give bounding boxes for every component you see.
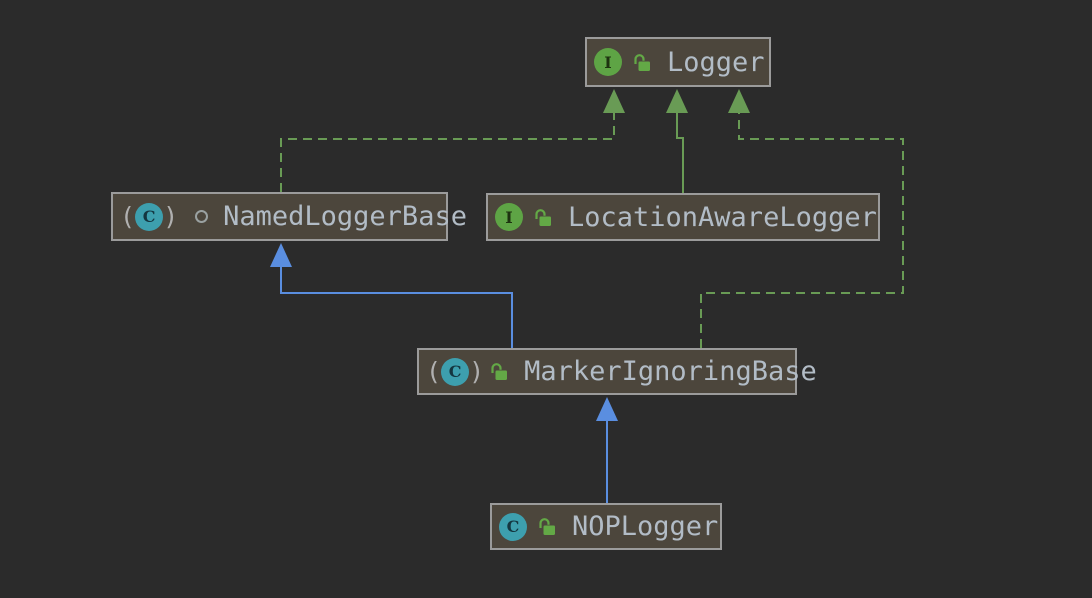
edge-markerignoringbase-extends-namedloggerbase[interactable] bbox=[280, 267, 513, 348]
class-node-locationawarelogger[interactable]: I LocationAwareLogger bbox=[486, 193, 880, 241]
interface-icon: I bbox=[594, 48, 622, 76]
class-name-label: NamedLoggerBase bbox=[223, 201, 467, 232]
class-name-label: MarkerIgnoringBase bbox=[524, 356, 817, 387]
package-local-visibility-icon bbox=[195, 210, 209, 223]
arrowhead-locationawarelogger-extends-logger bbox=[666, 89, 688, 113]
arrowhead-noplogger-extends-markerignoringbase bbox=[596, 397, 618, 421]
abstract-paren-close: ) bbox=[163, 202, 179, 231]
arrowhead-namedloggerbase-implements-logger bbox=[603, 89, 625, 113]
class-name-label: Logger bbox=[667, 46, 765, 78]
public-visibility-lock-icon bbox=[491, 363, 508, 380]
public-visibility-lock-icon bbox=[539, 518, 555, 535]
public-visibility-lock-icon bbox=[535, 208, 551, 226]
interface-icon: I bbox=[495, 203, 523, 231]
class-node-logger[interactable]: I Logger bbox=[585, 37, 771, 87]
class-name-label: NOPLogger bbox=[572, 511, 719, 542]
class-icon: C bbox=[441, 357, 470, 386]
edge-locationawarelogger-extends-logger[interactable] bbox=[676, 113, 684, 193]
edge-namedloggerbase-implements-logger[interactable] bbox=[280, 113, 615, 192]
arrowhead-markerignoringbase-implements-logger bbox=[728, 89, 750, 113]
abstract-paren-open: ( bbox=[426, 357, 442, 386]
class-node-namedloggerbase[interactable]: ( C ) NamedLoggerBase bbox=[111, 192, 467, 241]
public-visibility-lock-icon bbox=[634, 53, 650, 71]
abstract-paren-close: ) bbox=[469, 357, 485, 386]
class-icon: C bbox=[135, 202, 164, 231]
class-name-label: LocationAwareLogger bbox=[568, 201, 877, 233]
class-icon: C bbox=[499, 512, 527, 541]
abstract-paren-open: ( bbox=[120, 202, 136, 231]
abstract-class-icon: ( C ) bbox=[120, 202, 179, 231]
abstract-class-icon: ( C ) bbox=[426, 357, 485, 386]
arrowhead-markerignoringbase-extends-namedloggerbase bbox=[270, 243, 292, 267]
class-node-markerignoringbase[interactable]: ( C ) MarkerIgnoringBase bbox=[417, 348, 817, 395]
class-node-noplogger[interactable]: C NOPLogger bbox=[490, 503, 722, 550]
